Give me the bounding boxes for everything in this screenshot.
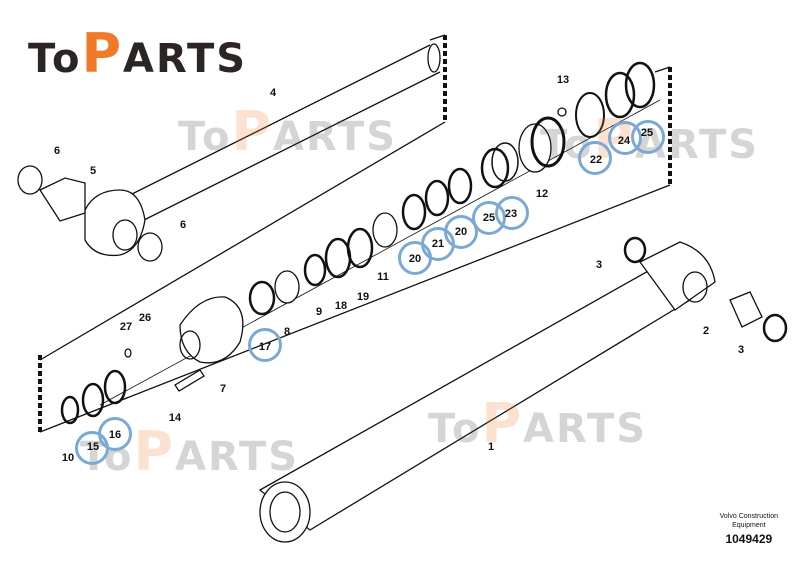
piston-rod [17, 43, 441, 262]
part-label: 12 [535, 188, 549, 200]
part-label: 20 [454, 226, 468, 238]
highlight-circle [578, 141, 612, 175]
part-label: 21 [431, 238, 445, 250]
part-label: 4 [269, 87, 277, 99]
seal-rings [60, 61, 661, 425]
highlight-circle [248, 328, 282, 362]
part-label: 14 [168, 412, 182, 424]
part-label: 25 [482, 212, 496, 224]
part-label: 6 [179, 219, 187, 231]
group-box-rod [38, 34, 672, 433]
topparts-logo: ToPARTS [28, 22, 248, 85]
part-label: 23 [504, 208, 518, 220]
manufacturer-line-1: Volvo Construction [719, 513, 778, 520]
part-label: 8 [283, 326, 291, 338]
part-label: 9 [315, 306, 323, 318]
part-label: 24 [617, 135, 631, 147]
part-label: 19 [356, 291, 370, 303]
watermark: ToPARTS [428, 392, 648, 455]
watermark: ToPARTS [178, 100, 398, 163]
part-label: 25 [640, 127, 654, 139]
highlight-circle [495, 196, 529, 230]
part-label: 17 [258, 341, 272, 353]
part-label: 16 [108, 429, 122, 441]
part-label: 13 [556, 74, 570, 86]
cylinder-tube [258, 236, 788, 543]
part-label: 2 [702, 325, 710, 337]
part-label: 27 [119, 321, 133, 333]
part-label: 3 [595, 259, 603, 271]
manufacturer-line-2: Equipment [732, 522, 766, 529]
part-label: 7 [219, 383, 227, 395]
part-label: 11 [377, 271, 389, 283]
part-label: 3 [737, 344, 745, 356]
part-label: 6 [53, 145, 61, 157]
part-label: 26 [138, 312, 152, 324]
part-label: 22 [589, 154, 603, 166]
part-label: 18 [334, 300, 348, 312]
drawing-number: 1049429 [725, 532, 773, 546]
highlight-circle [631, 120, 665, 154]
part-label: 5 [89, 165, 97, 177]
part-label: 10 [61, 452, 75, 464]
part-label: 15 [86, 441, 100, 453]
part-label: 1 [487, 441, 495, 453]
drawing-footer: Volvo Construction Equipment 1049429 [720, 512, 778, 546]
part-label: 20 [408, 253, 422, 265]
highlight-circle [98, 417, 132, 451]
highlight-circle [444, 215, 478, 249]
